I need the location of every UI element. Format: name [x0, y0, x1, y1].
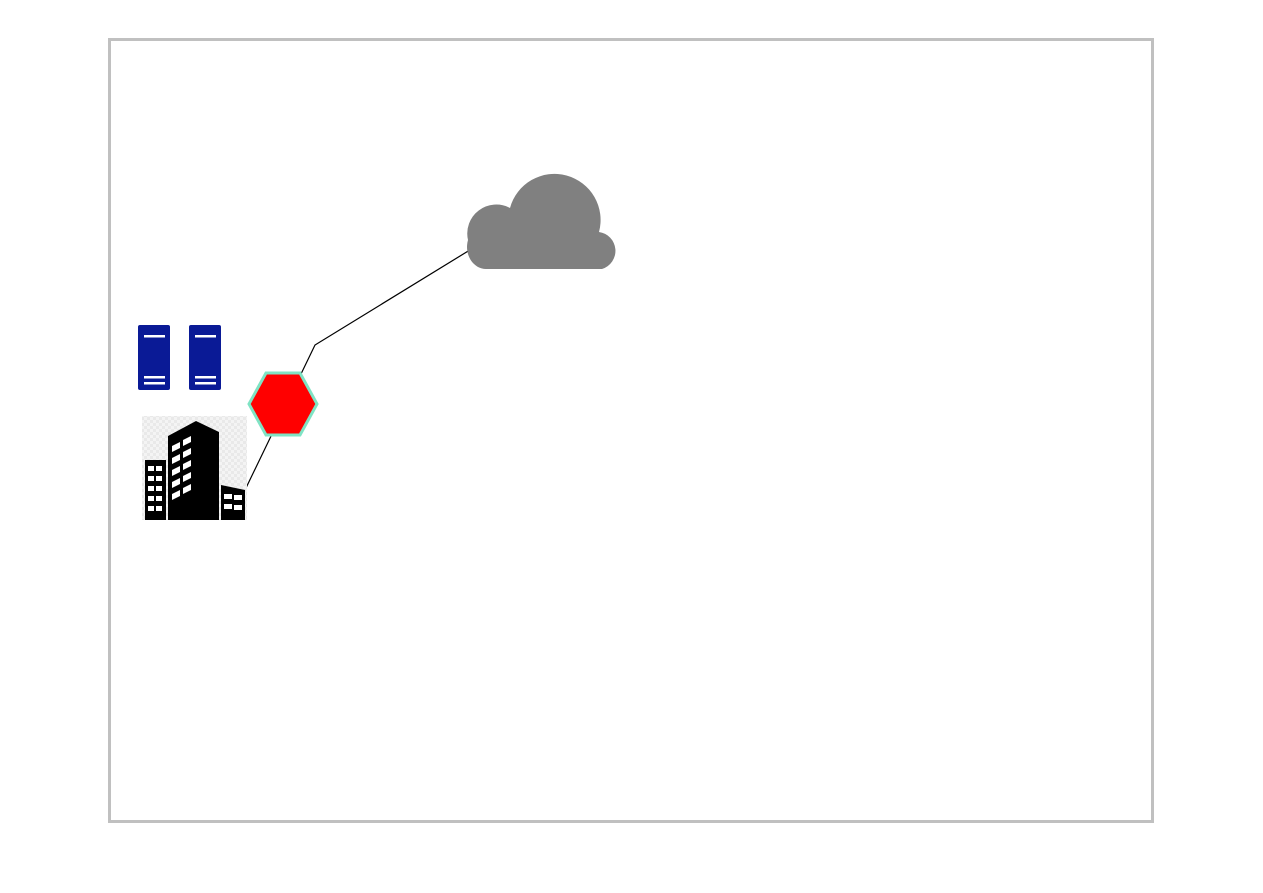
office-building-icon[interactable] [142, 416, 247, 520]
cloud-icon[interactable] [467, 173, 616, 269]
server-pair[interactable] [138, 325, 221, 390]
server-icon [138, 325, 170, 390]
server-icon [189, 325, 221, 390]
hexagon-node-icon[interactable] [247, 371, 319, 437]
network-link [244, 244, 479, 491]
